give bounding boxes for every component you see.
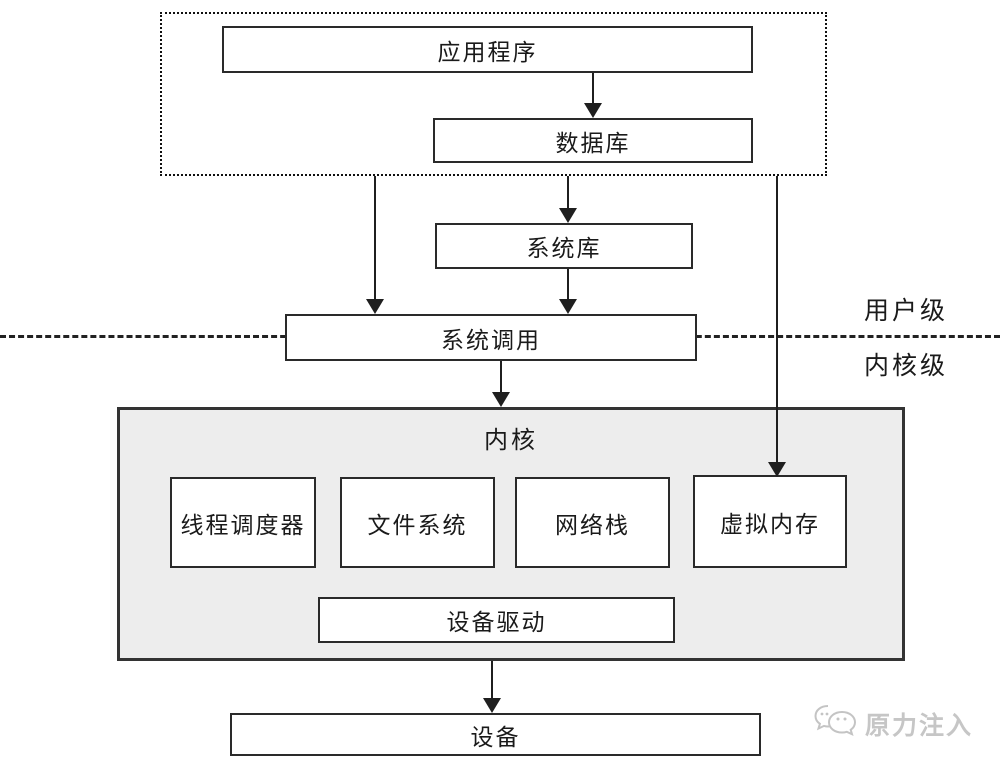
node-device-label: 设备 (470, 724, 521, 750)
node-file-system: 文件系统 (340, 477, 495, 568)
node-thread-scheduler-label: 线程调度器 (180, 512, 306, 538)
node-virtual-memory-label: 虚拟内存 (720, 511, 820, 537)
kernel-title: 内核 (484, 428, 538, 454)
arrow-group-to-system-call (366, 176, 384, 314)
node-database: 数据库 (433, 118, 753, 163)
label-kernel-level: 内核级 (864, 353, 949, 380)
arrow-group-to-virtual-memory (768, 176, 786, 477)
node-virtual-memory: 虚拟内存 (693, 475, 847, 568)
node-device-driver: 设备驱动 (318, 597, 675, 643)
arrow-application-to-database (584, 73, 602, 118)
arrow-kernel-to-device (483, 661, 501, 713)
node-device-driver-label: 设备驱动 (446, 610, 547, 635)
watermark-text: 原力注入 (865, 712, 974, 740)
node-database-label: 数据库 (555, 130, 631, 156)
node-network-stack: 网络栈 (515, 477, 670, 568)
node-system-call-label: 系统调用 (441, 327, 541, 353)
node-network-stack-label: 网络栈 (555, 512, 630, 538)
watermark: 原力注入 (814, 704, 973, 743)
node-device: 设备 (230, 713, 761, 756)
node-file-system-label: 文件系统 (367, 512, 468, 538)
node-system-call: 系统调用 (285, 314, 697, 361)
chat-bubbles-icon (814, 704, 860, 743)
arrow-group-to-system-library (559, 176, 577, 223)
node-thread-scheduler: 线程调度器 (170, 477, 316, 568)
node-system-library-label: 系统库 (526, 236, 602, 261)
application-group-box (160, 12, 827, 176)
node-system-library: 系统库 (435, 223, 693, 269)
arrow-system-call-to-kernel (492, 361, 510, 407)
node-application: 应用程序 (222, 26, 753, 73)
node-application-label: 应用程序 (437, 39, 538, 65)
arrow-system-library-to-system-call (559, 269, 577, 314)
label-user-level: 用户级 (864, 298, 949, 325)
